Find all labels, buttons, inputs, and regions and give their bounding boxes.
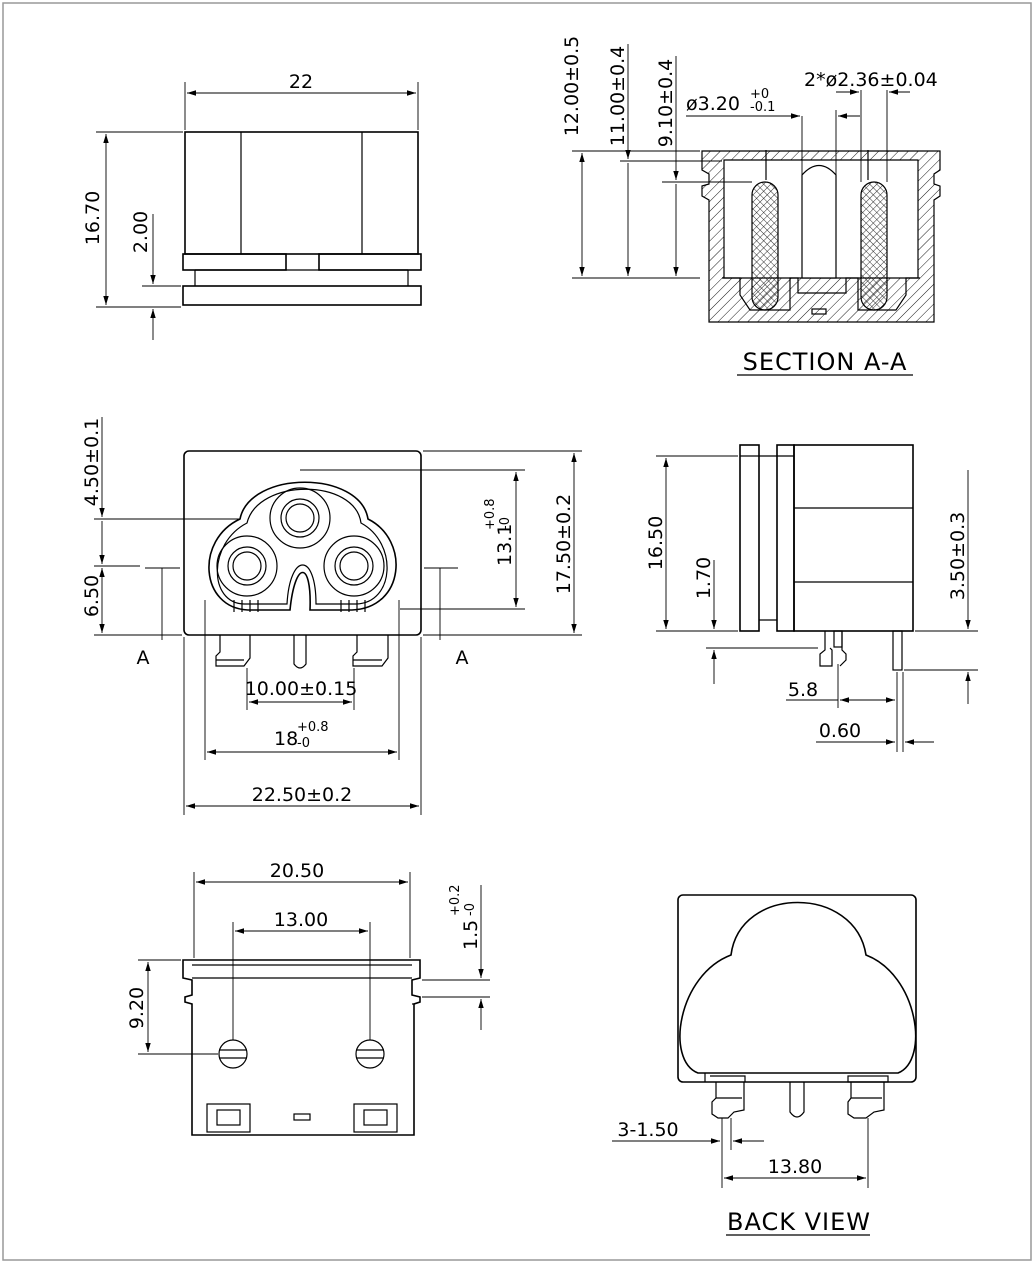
section-mark-left: A	[137, 647, 150, 669]
side-view: 16.50 1.70 3.50±0.3 5.8 0.60	[645, 444, 978, 752]
dim-450-label: 4.50±0.1	[81, 418, 103, 506]
section-mark-right: A	[456, 647, 469, 669]
dim-15-tol-bot: -0	[463, 903, 478, 916]
back-view-title: BACK VIEW	[727, 1208, 871, 1236]
back-view: 3-1.50 13.80 BACK VIEW	[612, 894, 917, 1236]
dim-22-label: 22	[289, 71, 313, 93]
dim-131-tol-top: +0.8	[483, 498, 498, 530]
section-title: SECTION A-A	[743, 348, 908, 376]
dim-58-label: 5.8	[788, 679, 818, 701]
dim-15-label: 1.5	[460, 920, 482, 950]
dim-1380-label: 13.80	[768, 1156, 822, 1178]
dim-131-tol-bot: -0	[498, 517, 513, 530]
dim-dia320-tol-bot: -0.1	[750, 100, 775, 115]
dim-200-label: 2.00	[130, 211, 152, 253]
dim-dia320-label: ø3.20	[686, 93, 740, 115]
top-view: 22 16.70 2.00	[82, 71, 422, 340]
dim-350-label: 3.50±0.3	[947, 512, 969, 600]
dim-910-label: 9.10±0.4	[655, 59, 677, 147]
dim-18-tol-bot: -0	[297, 736, 310, 751]
dim-1100-label: 11.00±0.4	[607, 46, 629, 147]
dim-15-tol-top: +0.2	[448, 884, 463, 916]
dim-1300-label: 13.00	[274, 909, 328, 931]
dim-1200-label: 12.00±0.5	[561, 36, 583, 137]
dim-650-label: 6.50	[81, 575, 103, 617]
front-view: A A 4.50±0.1 6.50 13.1 +0.8 -0 17.50±0.2…	[81, 417, 582, 815]
dim-pin236-label: 2*ø2.36±0.04	[804, 69, 938, 91]
dim-2050-label: 20.50	[270, 860, 324, 882]
dim-1750-label: 17.50±0.2	[553, 494, 575, 595]
dim-2250-label: 22.50±0.2	[252, 784, 353, 806]
dim-1000-label: 10.00±0.15	[245, 678, 358, 700]
dim-1670-label: 16.70	[82, 191, 104, 245]
dim-131-label: 13.1	[494, 524, 516, 566]
dim-170-label: 1.70	[693, 557, 715, 599]
section-a-a: 12.00±0.5 11.00±0.4 9.10±0.4 ø3.20 +0 -0…	[561, 36, 941, 376]
dim-150-label: 3-1.50	[617, 1119, 678, 1141]
dim-920-label: 9.20	[126, 987, 148, 1029]
bottom-view: 20.50 13.00 9.20 1.5 +0.2 -0	[126, 860, 490, 1136]
dim-1650-label: 16.50	[645, 516, 667, 570]
dim-18-tol-top: +0.8	[297, 720, 329, 735]
dim-dia320-tol-top: +0	[750, 87, 769, 102]
dim-18-label: 18	[274, 728, 298, 750]
dim-060-label: 0.60	[819, 720, 861, 742]
